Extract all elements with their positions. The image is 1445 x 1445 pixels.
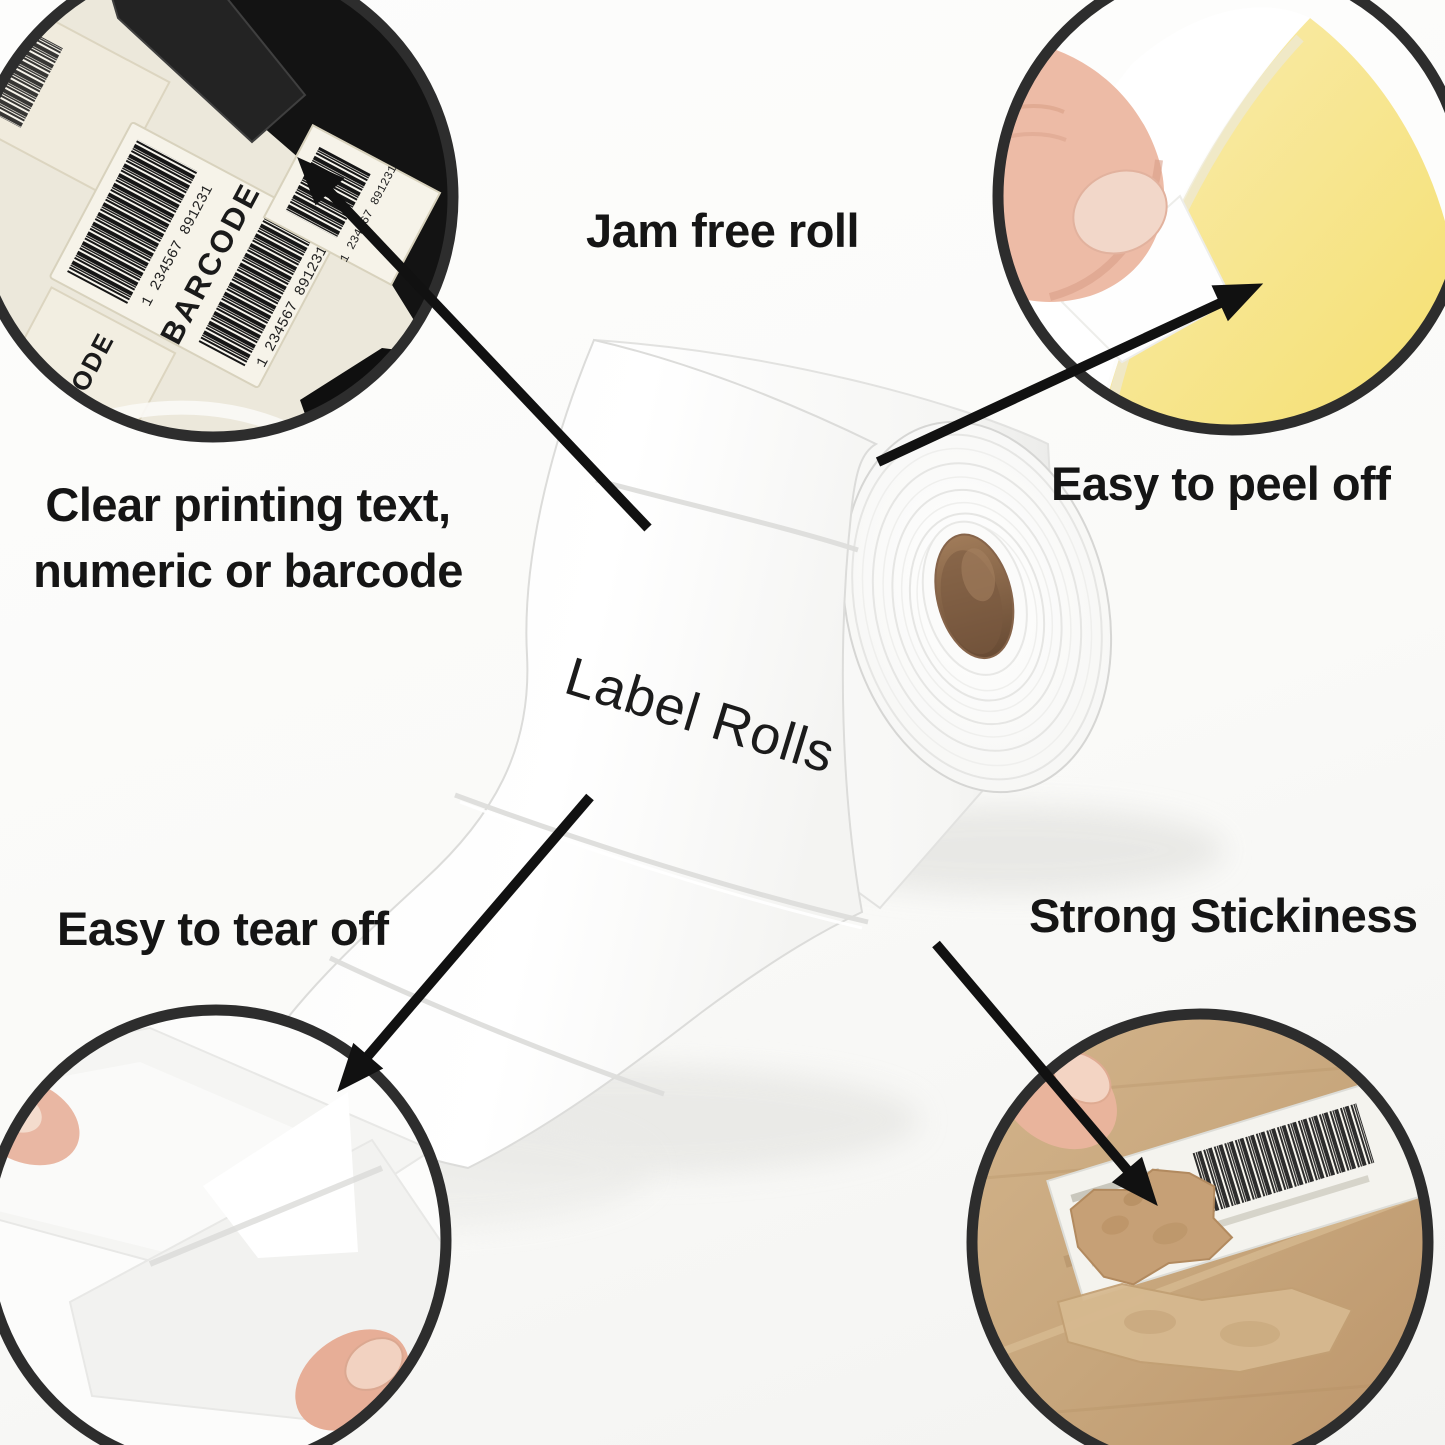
arrow-to-tear-inset [337,793,594,1092]
label-roll: Label Rolls [250,338,1113,1170]
arrow-to-peel-inset [875,283,1264,467]
yellow-backing [1095,18,1445,427]
inset-peel-off-photo [992,0,1445,436]
thumbnail [1072,169,1168,255]
callout-clear-printing: Clear printing text, numeric or barcode [0,472,498,604]
torn-cardboard-on-box [1056,1282,1354,1374]
inset-tear-off-photo [0,1004,452,1445]
arrow-to-printing-inset [297,157,652,532]
inset-stickiness-photo [966,1008,1434,1445]
inset-ring [966,1008,1434,1445]
label-strip [250,338,879,1170]
inset-barcode-printing-photo: 1 234567 891231 BARCODE 1 234567 891231 … [0,0,459,443]
inset-ring [0,1004,452,1445]
callout-clear-printing-line1: Clear printing text, [45,478,451,531]
inset-ring [992,0,1445,436]
fingernail [344,1337,404,1391]
inset-ring [0,0,459,443]
callout-easy-to-peel-off: Easy to peel off [1051,457,1391,510]
arrow-to-stickiness-inset [932,940,1158,1206]
callout-jam-free-roll: Jam free roll [586,204,860,257]
callout-clear-printing-line2: numeric or barcode [33,544,463,597]
callout-strong-stickiness: Strong Stickiness [1029,889,1418,942]
callout-easy-to-tear-off: Easy to tear off [57,902,389,955]
annotation-arrows [297,157,1264,1206]
roll-face [841,420,1113,794]
perforation-lines [328,477,869,1097]
